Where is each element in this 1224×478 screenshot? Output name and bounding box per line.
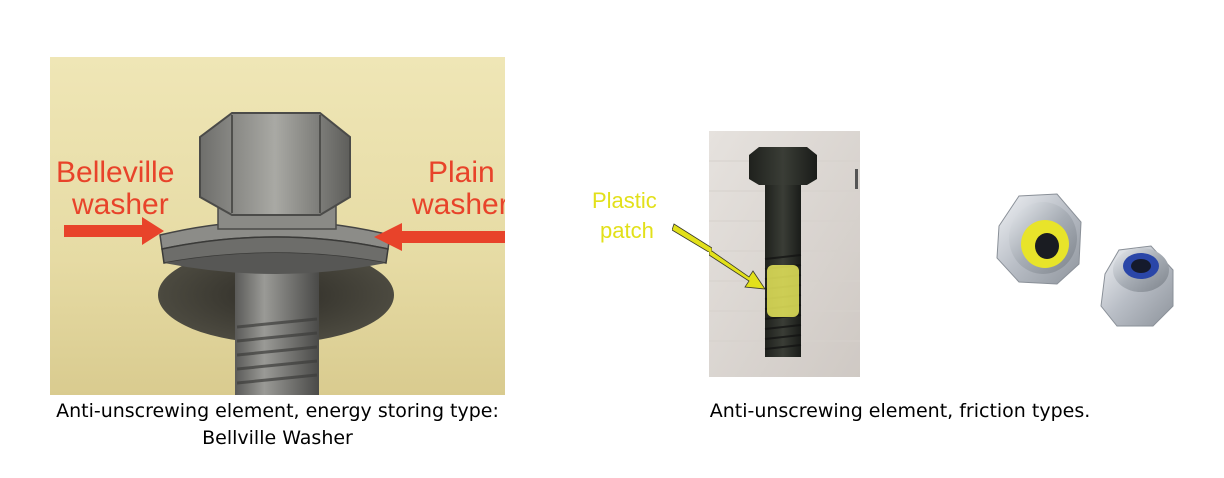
caption-left-line1: Anti-unscrewing element, energy storing … bbox=[56, 400, 499, 422]
caption-friction-types: Anti-unscrewing element, friction types. bbox=[709, 400, 1091, 422]
belleville-label-line1: Belleville bbox=[56, 156, 174, 189]
lock-nuts-photo bbox=[983, 186, 1179, 331]
plastic-label-line1: Plastic bbox=[592, 188, 657, 213]
plain-label-line1: Plain bbox=[428, 156, 495, 189]
plastic-patch-callout: Plastic patch bbox=[592, 188, 657, 243]
plain-label-line2: washer bbox=[411, 188, 505, 221]
belleville-label-line2: washer bbox=[71, 188, 169, 221]
plastic-label-line2: patch bbox=[600, 218, 654, 243]
plastic-patch-bolt-photo bbox=[709, 131, 860, 377]
caption-energy-storing: Anti-unscrewing element, energy storing … bbox=[0, 398, 555, 452]
plastic-patch-arrow bbox=[672, 223, 712, 252]
caption-left-line2: Bellville Washer bbox=[202, 427, 353, 449]
belleville-washer-photo: Belleville washer Plain washer bbox=[50, 57, 505, 395]
